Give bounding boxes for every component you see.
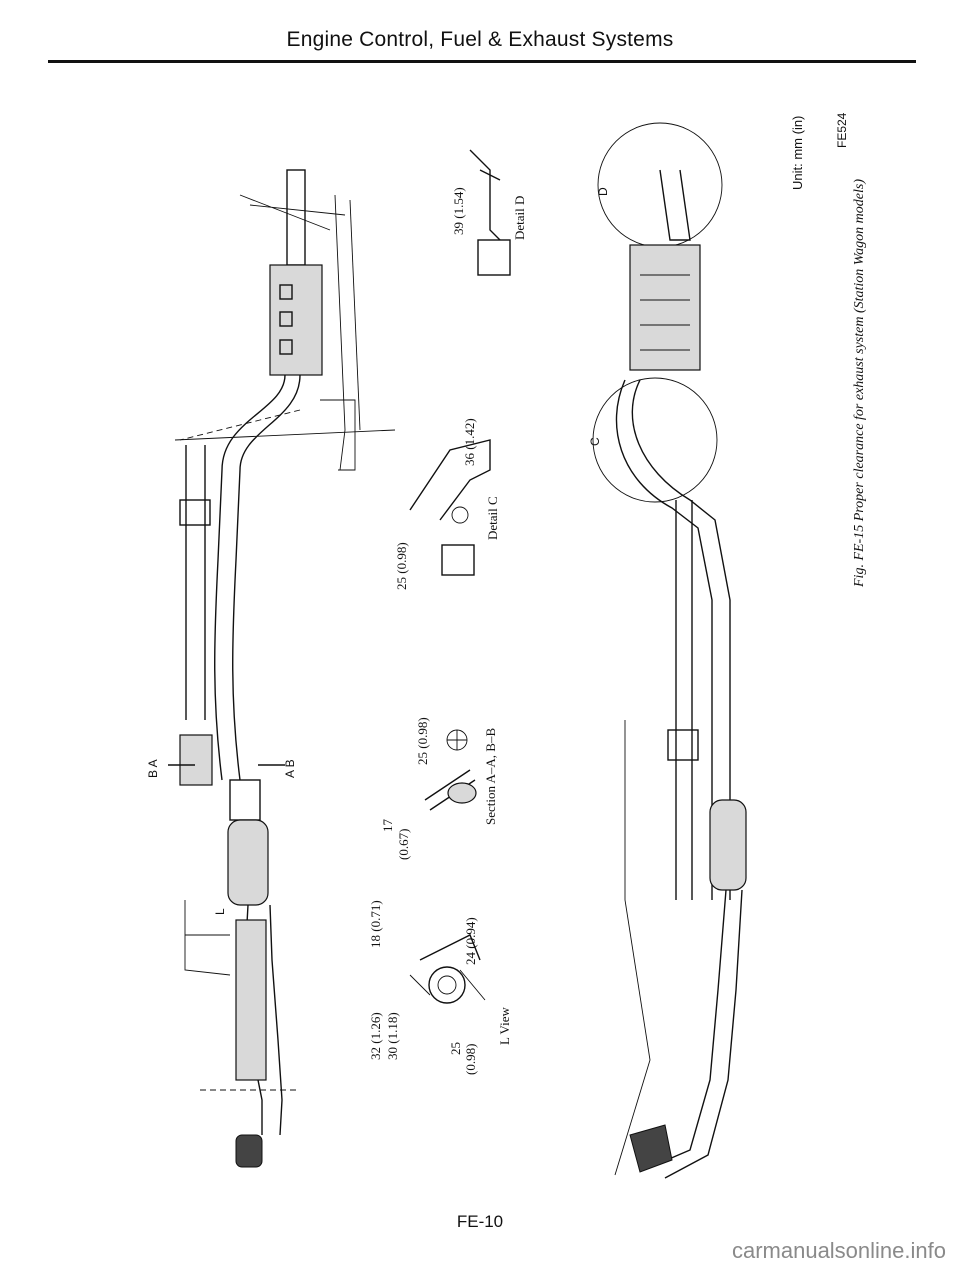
dim-c-36: 36 (1.42): [462, 418, 477, 466]
dim-l-098: (0.98): [463, 1043, 478, 1075]
dim-ab-17: 17: [380, 819, 395, 832]
dim-ab-25: 25 (0.98): [415, 717, 430, 765]
dim-ab-067: (0.67): [396, 828, 411, 860]
unit-label: Unit: mm (in): [790, 115, 805, 190]
l-view-drawing: [409, 934, 486, 1004]
l-view-title: L View: [497, 1007, 512, 1045]
main-muffler: [629, 244, 701, 371]
right-front-tube: [654, 889, 727, 1166]
propeller-shaft: [185, 445, 206, 720]
view-marker-l: L: [213, 908, 227, 915]
right-tail-pipe: [631, 379, 731, 900]
figure-caption: Fig. FE-15 Proper clearance for exhaust …: [852, 178, 867, 587]
dim-l-18: 18 (0.71): [368, 900, 383, 948]
detail-c-circle: [592, 377, 718, 503]
detail-d-circle: [597, 122, 723, 248]
detail-d-drawing: [469, 149, 511, 276]
heat-shield: [235, 919, 267, 1081]
dim-l-24: 24 (0.94): [463, 917, 478, 965]
tail-pipe-upper: [232, 374, 301, 781]
header-rule: [48, 60, 916, 63]
left-exhaust-assembly: [168, 169, 396, 1168]
detail-marker-c: C: [588, 437, 602, 446]
section-ab-drawing: [424, 729, 477, 811]
detail-c-drawing: [409, 439, 491, 576]
dim-l-32: 32 (1.26): [368, 1012, 383, 1060]
detail-marker-d: D: [596, 187, 610, 196]
manifold-flange: [235, 1134, 263, 1168]
watermark: carmanualsonline.info: [731, 1238, 946, 1263]
detail-d-title: Detail D: [512, 195, 527, 240]
page-number: FE-10: [456, 1212, 504, 1231]
detail-c-title: Detail C: [485, 496, 500, 540]
figure-code: FE524: [835, 112, 849, 148]
right-manifold-flange: [629, 1124, 673, 1173]
section-marker-right: A B: [283, 759, 297, 778]
dim-d-39: 39 (1.54): [451, 187, 466, 235]
catalytic-converter: [227, 819, 269, 906]
dim-l-30: 30 (1.18): [385, 1012, 400, 1060]
section-marker-left: B A: [146, 759, 160, 778]
right-catalytic-converter: [709, 799, 747, 891]
dim-c-25: 25 (0.98): [394, 542, 409, 590]
right-exhaust-assembly: [592, 122, 747, 1179]
dim-l-25: 25: [448, 1042, 463, 1055]
front-converter: [269, 264, 323, 376]
section-ab-title: Section A–A, B–B: [483, 727, 498, 825]
page-header: Engine Control, Fuel & Exhaust Systems: [286, 28, 674, 51]
